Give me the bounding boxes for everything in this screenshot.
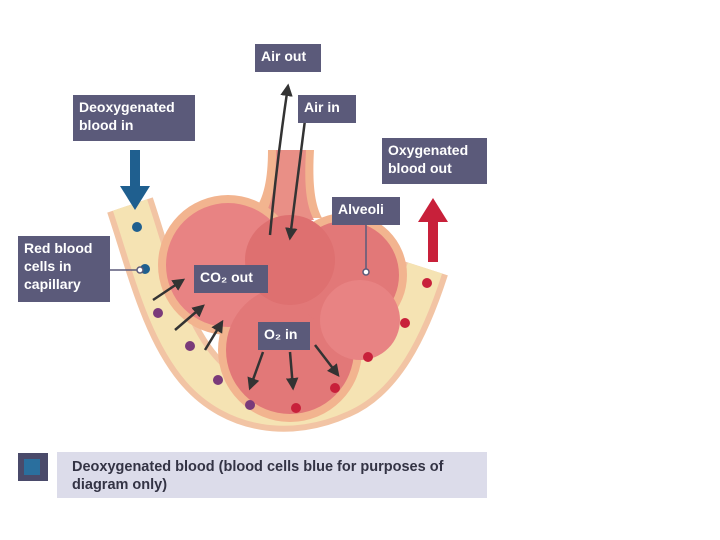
blood-in-arrow	[120, 150, 150, 210]
label-air-out: Air out	[255, 44, 321, 72]
blood-cell-red	[400, 318, 410, 328]
blood-cell-red	[330, 383, 340, 393]
co2-arrows	[152, 278, 224, 351]
air-out-arrow	[268, 83, 293, 236]
air-in-arrow	[285, 119, 307, 241]
blood-cell-blue	[132, 222, 142, 232]
label-air-in: Air in	[298, 95, 356, 123]
label-deoxygenated-blood-in: Deoxygenated blood in	[73, 95, 195, 141]
label-oxygenated-blood-out: Oxygenated blood out	[382, 138, 487, 184]
blood-cells	[132, 222, 432, 413]
blood-out-arrow	[418, 198, 448, 262]
airway	[262, 150, 314, 220]
blood-cell-red	[291, 403, 301, 413]
label-co2-out: CO₂ out	[194, 265, 268, 293]
blood-cell-purple	[213, 375, 223, 385]
label-alveoli: Alveoli	[332, 197, 400, 225]
blood-cell-purple	[245, 400, 255, 410]
blood-cell-purple	[185, 341, 195, 351]
legend-text: Deoxygenated blood (blood cells blue for…	[72, 459, 444, 493]
legend-swatch-color	[24, 459, 40, 475]
legend-swatch	[18, 453, 48, 481]
label-o2-in: O₂ in	[258, 322, 310, 350]
legend-box	[57, 452, 487, 498]
blood-cell-purple	[153, 308, 163, 318]
blood-cell-red	[422, 278, 432, 288]
leader-lines	[110, 222, 370, 276]
o2-arrows	[247, 344, 340, 391]
label-red-blood-cells: Red blood cells in capillary	[18, 236, 110, 302]
blood-cell-red	[363, 352, 373, 362]
